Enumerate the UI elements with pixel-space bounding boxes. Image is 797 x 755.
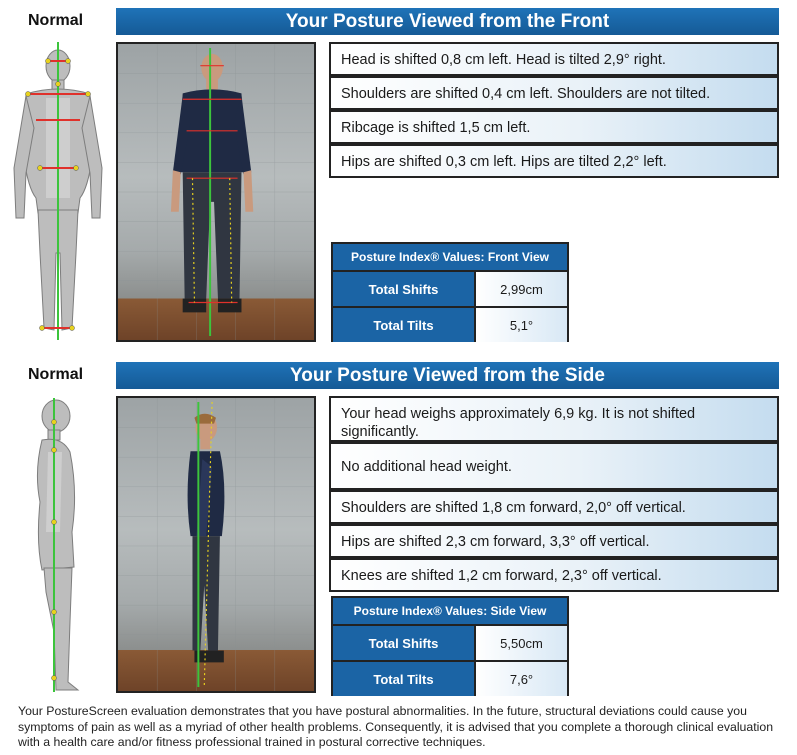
side-posture-photo — [116, 396, 316, 693]
front-finding-shoulders: Shoulders are shifted 0,4 cm left. Shoul… — [329, 76, 779, 110]
front-section-banner: Your Posture Viewed from the Front — [116, 8, 779, 35]
front-total-shifts-value: 2,99cm — [476, 272, 567, 306]
front-posture-photo — [116, 42, 316, 342]
side-section-banner: Your Posture Viewed from the Side — [116, 362, 779, 389]
front-finding-ribcage: Ribcage is shifted 1,5 cm left. — [329, 110, 779, 144]
table-row: Total Shifts 5,50cm — [333, 626, 567, 662]
front-total-shifts-label: Total Shifts — [333, 272, 476, 306]
front-total-tilts-value: 5,1° — [476, 308, 567, 342]
side-index-title: Posture Index® Values: Side View — [333, 598, 567, 626]
footer-disclaimer: Your PostureScreen evaluation demonstrat… — [18, 704, 774, 749]
side-normal-label: Normal — [28, 366, 84, 383]
front-finding-hips: Hips are shifted 0,3 cm left. Hips are t… — [329, 144, 779, 178]
side-finding-shoulders: Shoulders are shifted 1,8 cm forward, 2,… — [329, 490, 779, 524]
front-index-title: Posture Index® Values: Front View — [333, 244, 567, 272]
front-posture-index-table: Posture Index® Values: Front View Total … — [331, 242, 569, 342]
front-normal-label: Normal — [28, 12, 84, 29]
side-total-tilts-label: Total Tilts — [333, 662, 476, 696]
front-finding-head: Head is shifted 0,8 cm left. Head is til… — [329, 42, 779, 76]
side-total-shifts-value: 5,50cm — [476, 626, 567, 660]
side-finding-head: Your head weighs approximately 6,9 kg. I… — [329, 396, 779, 442]
table-row: Total Shifts 2,99cm — [333, 272, 567, 308]
side-body-diagram-icon — [20, 392, 100, 697]
table-row: Total Tilts 7,6° — [333, 662, 567, 696]
side-finding-head-weight: No additional head weight. — [329, 442, 779, 490]
front-body-diagram-icon — [8, 38, 108, 343]
side-finding-knees: Knees are shifted 1,2 cm forward, 2,3° o… — [329, 558, 779, 592]
side-posture-index-table: Posture Index® Values: Side View Total S… — [331, 596, 569, 696]
side-total-tilts-value: 7,6° — [476, 662, 567, 696]
side-total-shifts-label: Total Shifts — [333, 626, 476, 660]
side-finding-hips: Hips are shifted 2,3 cm forward, 3,3° of… — [329, 524, 779, 558]
table-row: Total Tilts 5,1° — [333, 308, 567, 342]
front-total-tilts-label: Total Tilts — [333, 308, 476, 342]
